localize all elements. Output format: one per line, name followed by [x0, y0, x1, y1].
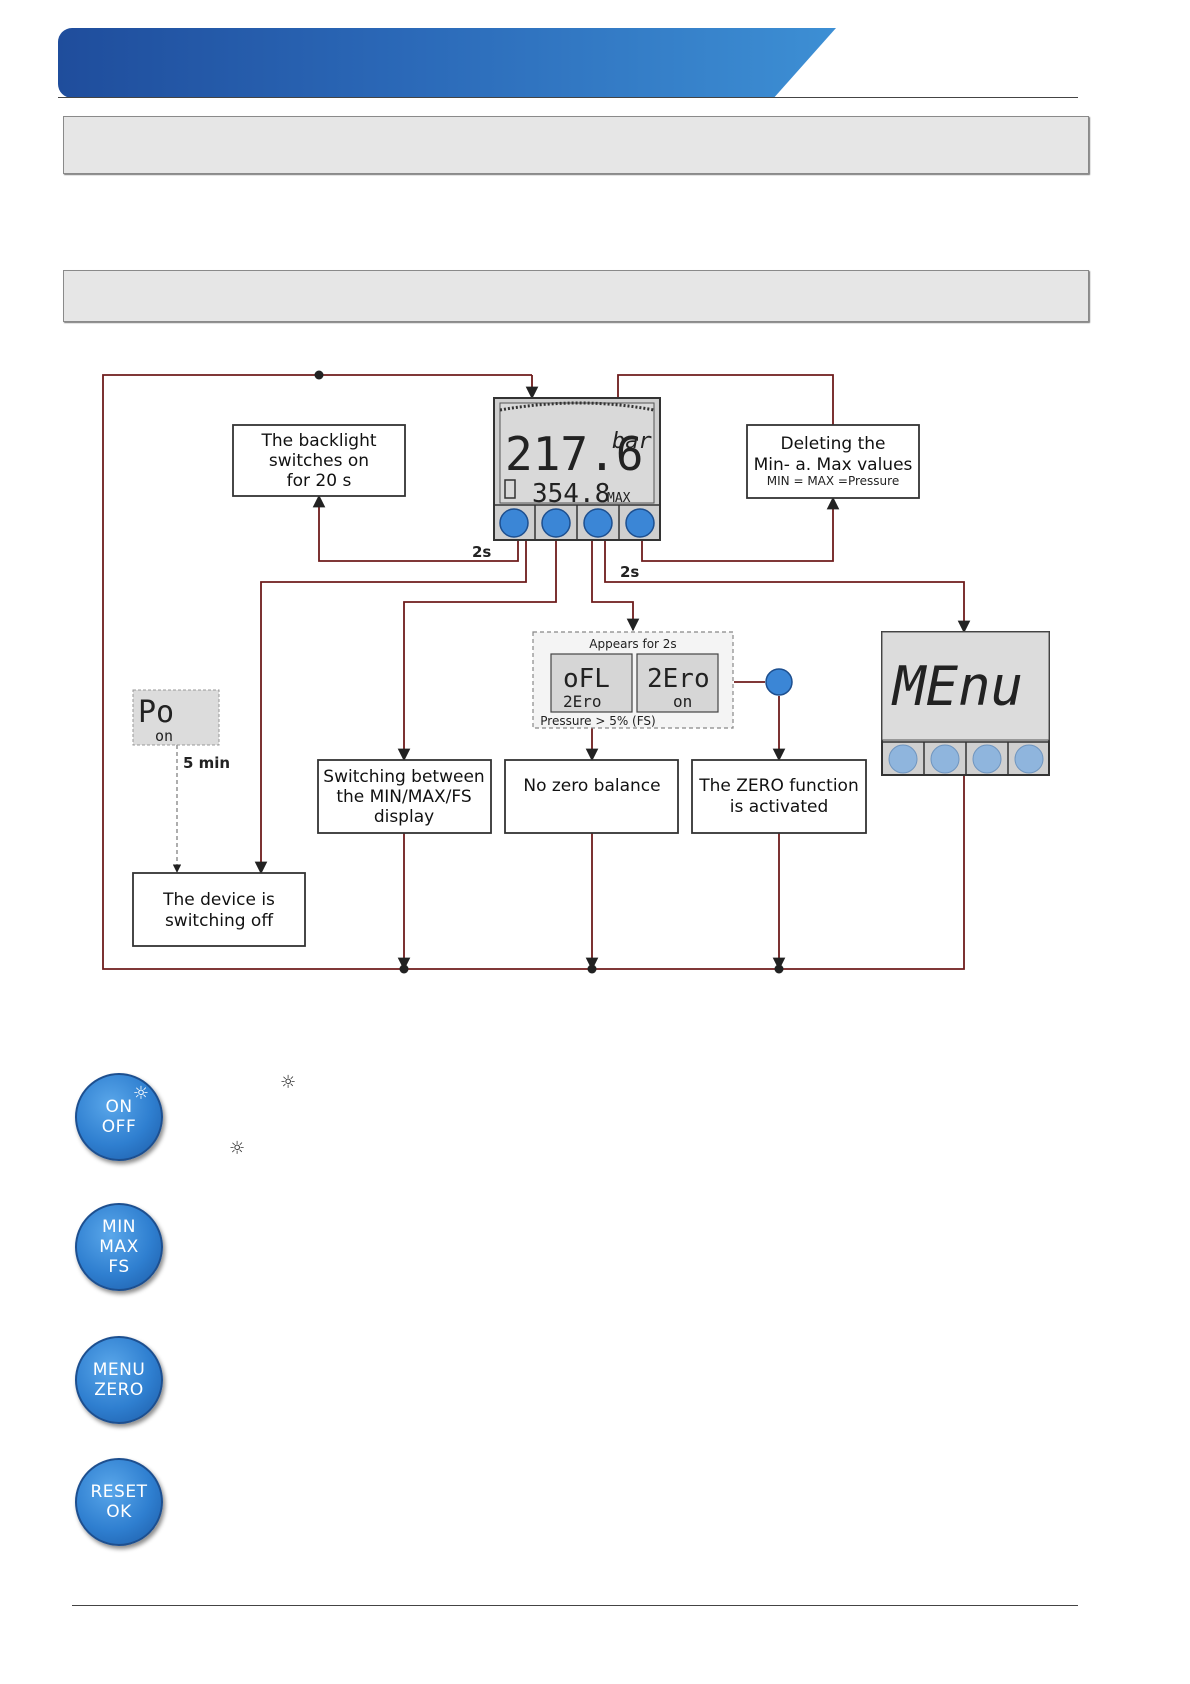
delete-box: Deleting the Min- a. Max values MIN = MA… [746, 424, 920, 499]
sun-icon: ☼ [280, 1072, 297, 1093]
label-2s-right: 2s [620, 563, 639, 581]
onoff-button: ON OFF ☼ [75, 1073, 163, 1161]
svg-text:display: display [374, 807, 434, 827]
svg-text:The ZERO function: The ZERO function [698, 776, 858, 796]
svg-text:Po: Po [138, 695, 174, 730]
ofl-lcd [550, 653, 633, 713]
resetok-mini-button [625, 508, 655, 538]
header-rule [58, 97, 1078, 98]
svg-text:No zero balance: No zero balance [523, 776, 660, 796]
svg-text:oFL: oFL [563, 664, 610, 694]
svg-text:is activated: is activated [730, 797, 829, 817]
svg-text:2Ero: 2Ero [563, 692, 602, 711]
po-on-display: Po on [132, 689, 220, 746]
svg-text:switching off: switching off [165, 911, 274, 931]
bargraph-icon [499, 401, 655, 412]
sun-icon: ☼ [229, 1138, 246, 1159]
svg-text:Switching between: Switching between [323, 767, 484, 787]
minmaxfs-button-label: MIN MAX FS [99, 1217, 139, 1277]
resetok-button-label: RESET OK [90, 1482, 148, 1522]
lcd-main-value: 217.6 [505, 427, 643, 481]
svg-text:switches on: switches on [269, 451, 369, 471]
svg-text:2Ero: 2Ero [647, 664, 710, 694]
menuzero-button-label: MENU ZERO [92, 1360, 146, 1400]
onoff-button-label: ON OFF [101, 1097, 137, 1137]
connector-lines [102, 374, 971, 971]
svg-text:MIN = MAX =Pressure: MIN = MAX =Pressure [767, 474, 899, 488]
lcd-secondary-label: MAX [607, 491, 631, 506]
svg-text:MEnu: MEnu [891, 655, 1023, 718]
svg-text:for 20 s: for 20 s [287, 471, 352, 491]
zero-ok-mini-button [765, 668, 793, 696]
battery-icon [504, 479, 516, 499]
main-lcd-device: 217.6 bar 354.8 MAX [493, 397, 661, 541]
minmax-mini-button [541, 508, 571, 538]
header-band [58, 28, 836, 98]
section-heading-box-2 [63, 270, 1089, 322]
section-heading-box-1 [63, 116, 1089, 174]
junction-dots [314, 370, 784, 974]
zero-function-box: The ZERO function is activated [691, 759, 867, 834]
appears-box: Appears for 2s oFL 2Ero 2Ero on Pressure… [532, 631, 734, 729]
lcd-unit: bar [612, 429, 652, 454]
zero-on-lcd [636, 653, 719, 713]
footer-rule [72, 1605, 1078, 1606]
svg-text:on: on [673, 692, 692, 711]
svg-text:on: on [155, 727, 173, 745]
resetok-button: RESET OK [75, 1458, 163, 1546]
onoff-mini-button [499, 508, 529, 538]
svg-text:The device is: The device is [162, 890, 275, 910]
svg-text:The backlight: The backlight [260, 431, 376, 451]
menuzero-mini-button [583, 508, 613, 538]
label-2s-left: 2s [472, 543, 491, 561]
svg-text:Deleting the: Deleting the [781, 434, 886, 454]
no-zero-box: No zero balance [504, 759, 679, 834]
svg-text:Appears for 2s: Appears for 2s [589, 637, 676, 651]
menuzero-button: MENU ZERO [75, 1336, 163, 1424]
switching-box: Switching between the MIN/MAX/FS display [317, 759, 492, 834]
five-min-label: 5 min [183, 754, 230, 772]
sun-icon: ☼ [132, 1083, 149, 1104]
svg-text:Min- a. Max values: Min- a. Max values [754, 455, 913, 475]
device-off-box: The device is switching off [132, 872, 306, 947]
backlight-box: The backlight switches on for 20 s [232, 424, 406, 497]
svg-text:Pressure > 5% (FS): Pressure > 5% (FS) [540, 714, 655, 728]
svg-text:the MIN/MAX/FS: the MIN/MAX/FS [336, 787, 471, 807]
minmaxfs-button: MIN MAX FS [75, 1203, 163, 1291]
lcd-secondary-value: 354.8 [532, 479, 610, 509]
menu-lcd-device: MEnu [881, 631, 1050, 776]
